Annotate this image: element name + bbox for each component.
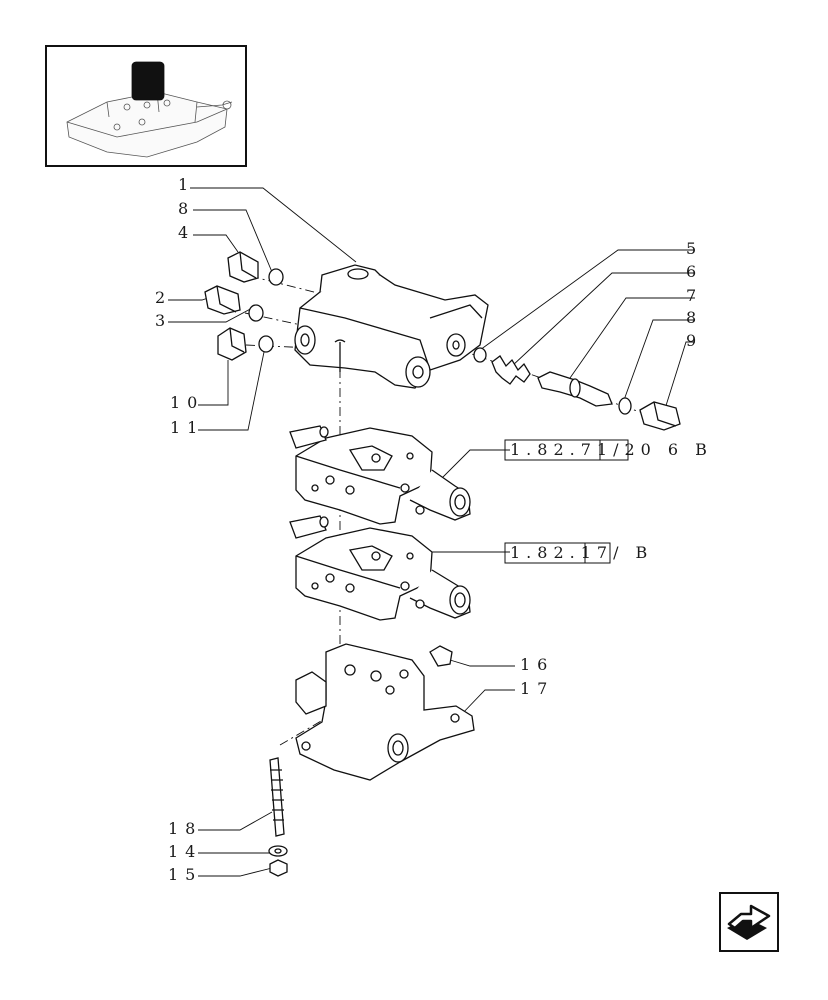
callout-16: 16	[520, 655, 555, 674]
callout-2: 2	[155, 288, 173, 307]
callout-3: 3	[155, 311, 173, 330]
control-valve-section-b	[289, 515, 471, 621]
page-turn-button[interactable]	[719, 892, 779, 952]
right-side-parts	[473, 347, 681, 431]
callout-18: 18	[168, 819, 203, 838]
overview-thumbnail	[45, 45, 247, 167]
callout-7: 7	[686, 286, 704, 305]
callout-17: 17	[520, 679, 555, 698]
callout-5: 5	[686, 239, 704, 258]
page-turn-arrow-icon	[727, 904, 771, 940]
callout-1: 1	[178, 175, 196, 194]
callout-9: 9	[686, 331, 704, 350]
tractor-lift-thumbnail-icon	[66, 61, 233, 158]
callout-14: 14	[168, 842, 203, 861]
callout-10: 10	[170, 393, 205, 412]
callout-8-right: 8	[686, 308, 704, 327]
callout-8-left: 8	[178, 199, 196, 218]
stud-washer-nut	[268, 757, 288, 877]
control-valve-section-a	[289, 425, 471, 525]
reference-boxes	[504, 439, 629, 564]
callout-6: 6	[686, 262, 704, 281]
end-cover	[295, 643, 475, 781]
callout-11: 11	[170, 418, 205, 437]
callout-15: 15	[168, 865, 203, 884]
callout-4: 4	[178, 223, 196, 242]
reference-link-b[interactable]: 1.82.17/ B	[510, 543, 654, 562]
reference-link-a[interactable]: 1.82.71/20 6 B	[510, 440, 713, 459]
left-plugs	[204, 251, 284, 361]
leader-lines	[168, 187, 695, 877]
valve-body	[294, 264, 489, 389]
